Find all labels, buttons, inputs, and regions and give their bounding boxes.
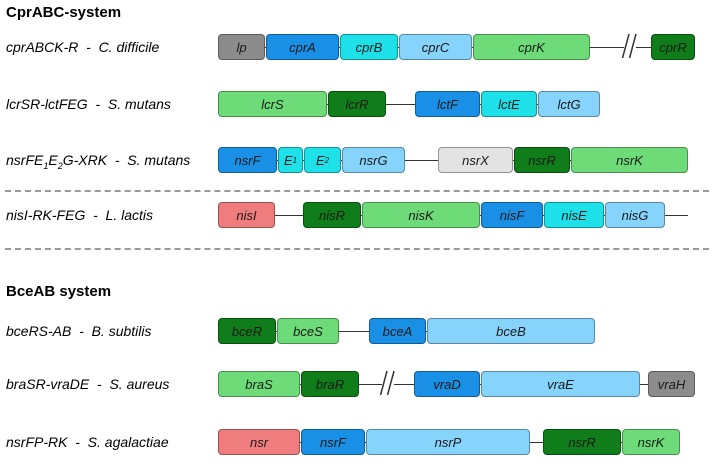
gene-nsr: nsr [218,429,300,455]
gene-lp: lp [218,34,265,60]
operon-label-nsrfp-rk: nsrFP-RK - S. agalactiae [6,434,169,450]
gene-vrah: vraH [648,371,695,397]
gene-lctg: lctG [538,91,600,117]
gene-nsrx: nsrX [438,147,513,173]
gene-bceb: bceB [427,318,595,344]
bce-section-title: BceAB system [6,283,112,300]
gene-cprr: cprR [651,34,695,60]
gene-cprb: cprB [340,34,398,60]
gene-brar: braR [301,371,359,397]
gene-nisi: nisI [218,202,275,228]
divider-lower [5,248,709,250]
gene-bcea: bceA [369,318,426,344]
gene-nsrf: nsrF [218,147,277,173]
operon-label-lcrsr-lctfeg: lcrSR-lctFEG - S. mutans [6,96,171,112]
operon-label-bcers-ab: bceRS-AB - B. subtilis [6,323,152,339]
gene-nsrk: nsrK [622,429,680,455]
sequence-break-icon [379,370,395,395]
gene-bces: bceS [277,318,339,344]
divider-upper [5,190,709,192]
gene-nisr: nisR [303,202,361,228]
gene-bras: braS [218,371,300,397]
gene-cpra: cprA [266,34,339,60]
gene-nisk: nisK [362,202,480,228]
operon-label-cprabck-r: cprABCK-R - C. difficile [6,39,160,55]
gene-cprc: cprC [399,34,472,60]
gene-nsrk: nsrK [571,147,688,173]
gene-lcrr: lcrR [328,91,386,117]
gene-nsrf: nsrF [301,429,365,455]
operon-label-nsrfe1e2g-xrk: nsrFE1E2G-XRK - S. mutans [6,152,191,171]
gene-lcte: lctE [481,91,537,117]
gene-lctf: lctF [415,91,480,117]
sequence-break-icon [621,33,637,58]
gene-bcer: bceR [218,318,276,344]
gene-nsrg: nsrG [342,147,405,173]
gene-cprk: cprK [473,34,590,60]
gene-nsrp: nsrP [366,429,530,455]
gene-nsrr: nsrR [514,147,570,173]
gene-lcrs: lcrS [218,91,327,117]
operon-label-nisi-rk-feg: nisI-RK-FEG - L. lactis [6,207,154,223]
operon-backbone-line [218,104,600,105]
cpr-section-title: CprABC-system [6,4,122,21]
gene-nsrr: nsrR [543,429,621,455]
gene-nisg: nisG [605,202,665,228]
gene-nisf: nisF [481,202,543,228]
operon-label-brasr-vrade: braSR-vraDE - S. aureus [6,376,170,392]
gene-vrae: vraE [481,371,640,397]
gene-vrad: vraD [414,371,480,397]
gene-nise: nisE [544,202,604,228]
